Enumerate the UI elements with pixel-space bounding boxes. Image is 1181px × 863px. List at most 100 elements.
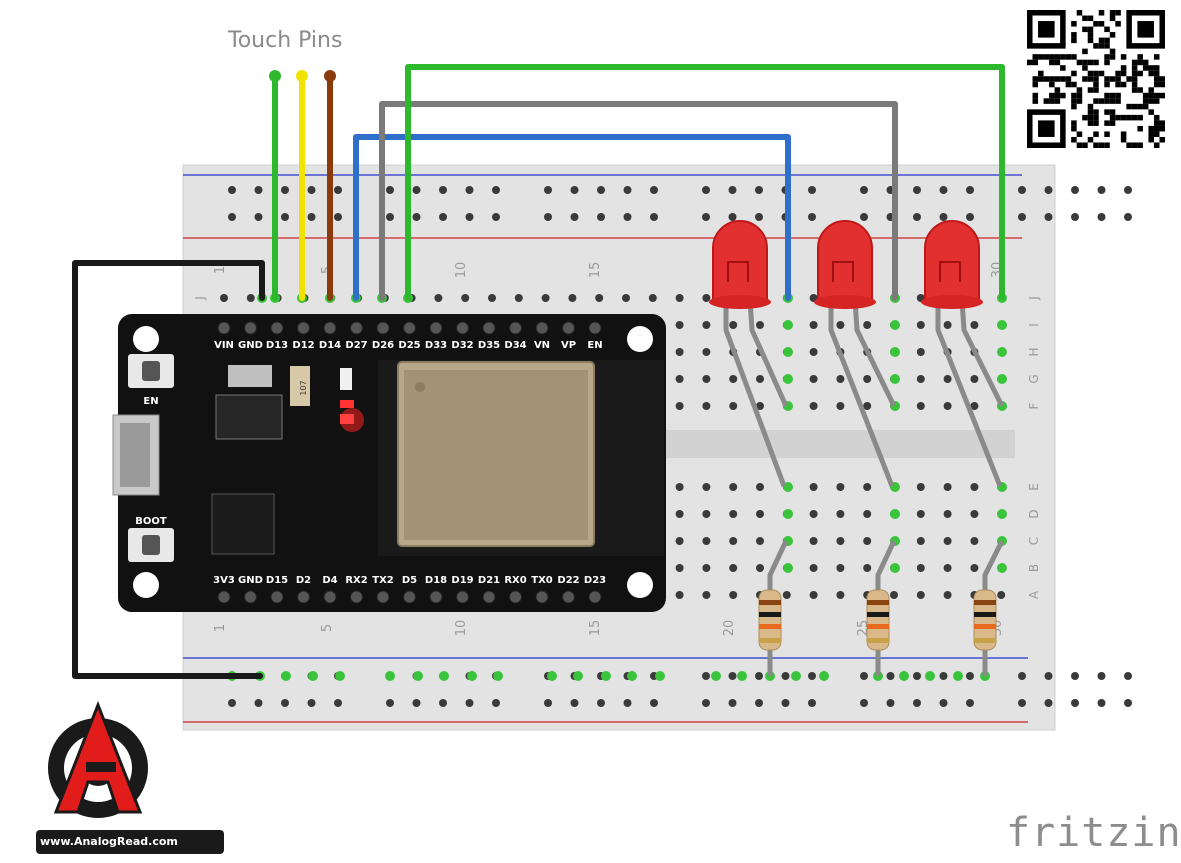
esp32-pin — [456, 590, 469, 604]
rail-hole — [412, 186, 421, 194]
qr-module — [1082, 114, 1088, 121]
connected-hole — [925, 671, 935, 681]
hole — [756, 402, 764, 410]
esp32-bottom-pin-label: D2 — [296, 575, 311, 586]
hole — [541, 294, 550, 302]
qr-module — [1153, 76, 1160, 82]
qr-module — [1071, 125, 1077, 132]
esp32-bottom-pin-label: 3V3 — [213, 575, 235, 586]
rail-hole — [886, 672, 895, 680]
hole — [729, 510, 738, 518]
rail-hole — [966, 699, 974, 707]
rail-hole — [755, 186, 763, 194]
hole — [916, 510, 925, 518]
qr-module — [1082, 26, 1088, 33]
rail-hole — [650, 699, 658, 707]
qr-module — [1148, 65, 1154, 71]
qr-module — [1098, 70, 1105, 77]
row-letter: B — [1027, 564, 1041, 572]
rail-hole — [1044, 186, 1053, 194]
qr-module — [1115, 98, 1121, 104]
hole — [809, 402, 818, 410]
qr-module — [1131, 103, 1138, 110]
rail-hole — [939, 672, 948, 680]
qr-module — [1104, 142, 1110, 148]
connected-hole — [655, 671, 665, 681]
qr-module — [1082, 59, 1088, 66]
qr-module — [1071, 37, 1077, 44]
esp32-pin — [270, 321, 284, 335]
esp32-top-pin-label: D35 — [478, 340, 500, 351]
resistor-band — [867, 600, 889, 605]
rail-hole — [1018, 699, 1026, 707]
rail-hole — [1124, 699, 1132, 707]
rail-hole — [913, 672, 921, 680]
connected-hole — [547, 671, 557, 681]
rail-hole — [808, 672, 816, 680]
esp32-pin — [244, 321, 257, 335]
qr-module — [1153, 125, 1160, 132]
qr-module — [1098, 10, 1105, 16]
rail-hole — [702, 213, 710, 221]
rail-hole — [228, 213, 236, 221]
connected-hole — [601, 671, 611, 681]
hole — [675, 294, 684, 302]
qr-module — [1126, 114, 1132, 121]
qr-module — [1104, 59, 1110, 66]
column-number-top: 15 — [588, 262, 603, 279]
esp32-bottom-pin-label: D23 — [584, 575, 606, 586]
qr-module — [1071, 103, 1077, 110]
qr-module — [1109, 98, 1116, 104]
esp32-pin — [350, 590, 363, 604]
qr-module — [1032, 54, 1039, 60]
hole — [997, 591, 1006, 599]
qr-module — [1120, 136, 1127, 143]
esp32-top-pin-label: GND — [238, 340, 263, 351]
esp32-pin — [535, 590, 549, 604]
hole — [729, 537, 738, 545]
hole — [595, 294, 604, 302]
esp32-pin — [429, 321, 443, 335]
esp32-bottom-pin-label: D18 — [425, 575, 447, 586]
qr-module — [1098, 142, 1105, 148]
esp32-top-pin-label: D12 — [292, 340, 314, 351]
hole — [246, 294, 255, 302]
rail-hole — [755, 672, 763, 680]
resistor-band — [867, 638, 889, 643]
rail-hole — [1044, 672, 1053, 680]
led-leg — [723, 300, 787, 487]
hole — [890, 591, 898, 599]
qr-module — [1142, 103, 1149, 110]
red-led — [924, 220, 980, 301]
qr-module — [1126, 76, 1132, 82]
esp32-top-pin-label: D26 — [372, 340, 394, 351]
esp32-top-pin-label: VIN — [214, 340, 234, 351]
qr-module — [1093, 98, 1099, 104]
rail-hole — [702, 699, 710, 707]
esp32-pin — [535, 321, 549, 335]
led-leg — [935, 300, 1003, 487]
esp32-pin — [297, 321, 310, 335]
qr-module — [1115, 10, 1121, 16]
qr-module — [1109, 48, 1116, 55]
column-number-bottom: 20 — [722, 620, 737, 637]
qr-module — [1115, 92, 1121, 99]
rail-hole — [492, 699, 500, 707]
qr-module — [1115, 21, 1121, 27]
esp32-pin — [562, 590, 575, 604]
hole — [970, 402, 979, 410]
esp32-pin — [429, 590, 443, 604]
row-letter: E — [1027, 483, 1041, 491]
qr-module — [1131, 70, 1138, 77]
qr-module — [1076, 98, 1083, 104]
connected-hole — [783, 320, 793, 330]
hole — [756, 510, 764, 518]
qr-module — [1076, 10, 1083, 16]
hole — [675, 348, 684, 356]
qr-module — [1087, 37, 1094, 44]
rail-hole — [808, 186, 816, 194]
resistor-band — [759, 600, 781, 605]
row-letter: H — [1027, 347, 1041, 356]
qr-module — [1104, 76, 1110, 82]
rail-hole — [886, 699, 895, 707]
